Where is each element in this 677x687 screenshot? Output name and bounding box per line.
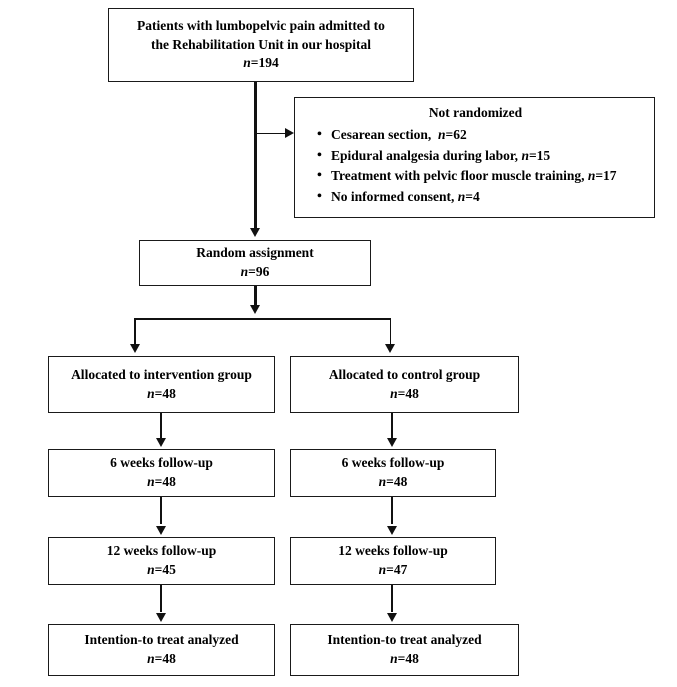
arrow-fu6-intervention-to-fu12: [155, 526, 166, 535]
fu12-control-n-label: n: [378, 562, 387, 577]
fu6-control-count: n=48: [379, 473, 408, 492]
itt-control-count: n=48: [390, 650, 419, 669]
random-assignment-count: n=96: [241, 263, 270, 282]
alloc-control-count: n=48: [390, 385, 419, 404]
node-allocated-intervention: Allocated to intervention group n=48: [48, 356, 275, 413]
not-randomized-list: •Cesarean section, n=62 •Epidural analge…: [305, 125, 646, 209]
enrollment-count: n=194: [243, 54, 278, 73]
fu6-control-line1: 6 weeks follow-up: [341, 455, 445, 471]
arrow-alloc-control-to-fu6: [386, 438, 397, 447]
connector-fu12-intervention-to-itt: [160, 585, 162, 612]
arrow-fu6-control-to-fu12: [386, 526, 397, 535]
enrollment-line1: Patients with lumbopelvic pain admitted …: [137, 18, 385, 34]
connector-split-right: [389, 318, 391, 346]
fu12-intervention-n-label: n: [147, 562, 155, 577]
bullet-text: Treatment with pelvic floor muscle train…: [331, 168, 585, 184]
arrow-split-to-control: [385, 344, 395, 353]
arrow-alloc-intervention-to-fu6: [155, 438, 166, 447]
fu12-control-n-value: =47: [386, 562, 408, 577]
enrollment-n-value: =194: [250, 55, 279, 71]
arrow-enrollment-to-random: [249, 228, 260, 237]
itt-intervention-line1: Intention-to treat analyzed: [84, 632, 239, 648]
arrow-to-not-randomized: [285, 128, 294, 138]
enrollment-n-label: n: [243, 55, 251, 71]
alloc-intervention-n-value: =48: [154, 385, 176, 401]
itt-intervention-n-label: n: [147, 651, 155, 666]
itt-intervention-n-value: =48: [154, 651, 176, 666]
bullet-n-value: =4: [465, 189, 480, 205]
bullet-n-label: n: [521, 147, 529, 163]
random-assignment-line1: Random assignment: [196, 245, 314, 261]
fu12-intervention-line1: 12 weeks follow-up: [106, 543, 217, 559]
alloc-intervention-count: n=48: [147, 385, 176, 404]
node-followup-12w-intervention: 12 weeks follow-up n=45: [48, 537, 275, 585]
bullet-text: No informed consent,: [331, 189, 455, 205]
alloc-control-n-label: n: [390, 385, 398, 401]
fu12-control-line1: 12 weeks follow-up: [338, 543, 448, 559]
random-assignment-n-value: =96: [248, 264, 270, 279]
node-followup-12w-control: 12 weeks follow-up n=47: [290, 537, 496, 585]
list-item: • Epidural analgesia during labor, n=15: [317, 146, 646, 167]
fu6-intervention-n-value: =48: [154, 474, 176, 489]
itt-control-line1: Intention-to treat analyzed: [327, 632, 482, 648]
arrow-random-split: [249, 305, 260, 314]
bullet-icon: •: [317, 168, 322, 184]
connector-enrollment-trunk: [254, 82, 257, 231]
node-followup-6w-intervention: 6 weeks follow-up n=48: [48, 449, 275, 497]
connector-split-left: [134, 318, 136, 346]
connector-alloc-intervention-to-fu6: [160, 413, 162, 440]
fu12-control-count: n=47: [379, 561, 408, 580]
alloc-control-n-value: =48: [397, 385, 419, 401]
node-not-randomized: Not randomized •Cesarean section, n=62 •…: [294, 97, 655, 218]
bullet-text: Cesarean section,: [331, 126, 432, 142]
connector-fu6-intervention-to-fu12: [160, 497, 162, 524]
bullet-n-value: =15: [528, 147, 551, 163]
bullet-text: Epidural analgesia during labor,: [331, 147, 519, 163]
itt-intervention-count: n=48: [147, 650, 176, 669]
itt-control-n-value: =48: [397, 651, 419, 666]
node-random-assignment: Random assignment n=96: [139, 240, 371, 286]
bullet-icon: •: [317, 147, 322, 163]
node-enrollment: Patients with lumbopelvic pain admitted …: [108, 8, 414, 82]
bullet-n-label: n: [438, 126, 446, 142]
fu12-intervention-count: n=45: [147, 561, 176, 580]
connector-split-bar: [134, 318, 391, 320]
enrollment-line2: the Rehabilitation Unit in our hospital: [151, 36, 371, 52]
not-randomized-heading: Not randomized: [428, 105, 523, 120]
bullet-n-label: n: [457, 189, 466, 205]
arrow-fu12-intervention-to-itt: [155, 613, 166, 622]
arrow-fu12-control-to-itt: [386, 613, 397, 622]
fu6-intervention-line1: 6 weeks follow-up: [110, 455, 213, 471]
list-item: • Treatment with pelvic floor muscle trai…: [317, 166, 646, 187]
arrow-split-to-intervention: [129, 344, 140, 353]
fu6-intervention-n-label: n: [147, 474, 155, 489]
connector-random-down: [254, 286, 257, 308]
bullet-n-value: =17: [595, 168, 617, 184]
alloc-intervention-n-label: n: [147, 385, 155, 401]
alloc-control-line1: Allocated to control group: [328, 366, 481, 382]
fu6-intervention-count: n=48: [147, 473, 176, 492]
node-itt-control: Intention-to treat analyzed n=48: [290, 624, 519, 676]
random-assignment-n-label: n: [240, 264, 249, 279]
connector-fu6-control-to-fu12: [391, 497, 393, 524]
list-item: • Cesarean section, n=62: [317, 125, 646, 146]
bullet-icon: •: [317, 189, 322, 205]
bullet-n-value: =62: [445, 126, 467, 142]
connector-fu12-control-to-itt: [391, 585, 393, 612]
bullet-n-label: n: [587, 168, 596, 184]
node-itt-intervention: Intention-to treat analyzed n=48: [48, 624, 275, 676]
alloc-intervention-line1: Allocated to intervention group: [71, 366, 252, 382]
bullet-icon: •: [317, 126, 322, 142]
connector-branch-not-randomized: [256, 132, 288, 134]
connector-alloc-control-to-fu6: [391, 413, 393, 440]
fu6-control-n-value: =48: [386, 474, 408, 489]
list-item: • No informed consent, n=4: [317, 187, 646, 208]
fu6-control-n-label: n: [378, 474, 387, 489]
itt-control-n-label: n: [390, 651, 398, 666]
node-allocated-control: Allocated to control group n=48: [290, 356, 519, 413]
fu12-intervention-n-value: =45: [154, 562, 176, 577]
node-followup-6w-control: 6 weeks follow-up n=48: [290, 449, 496, 497]
